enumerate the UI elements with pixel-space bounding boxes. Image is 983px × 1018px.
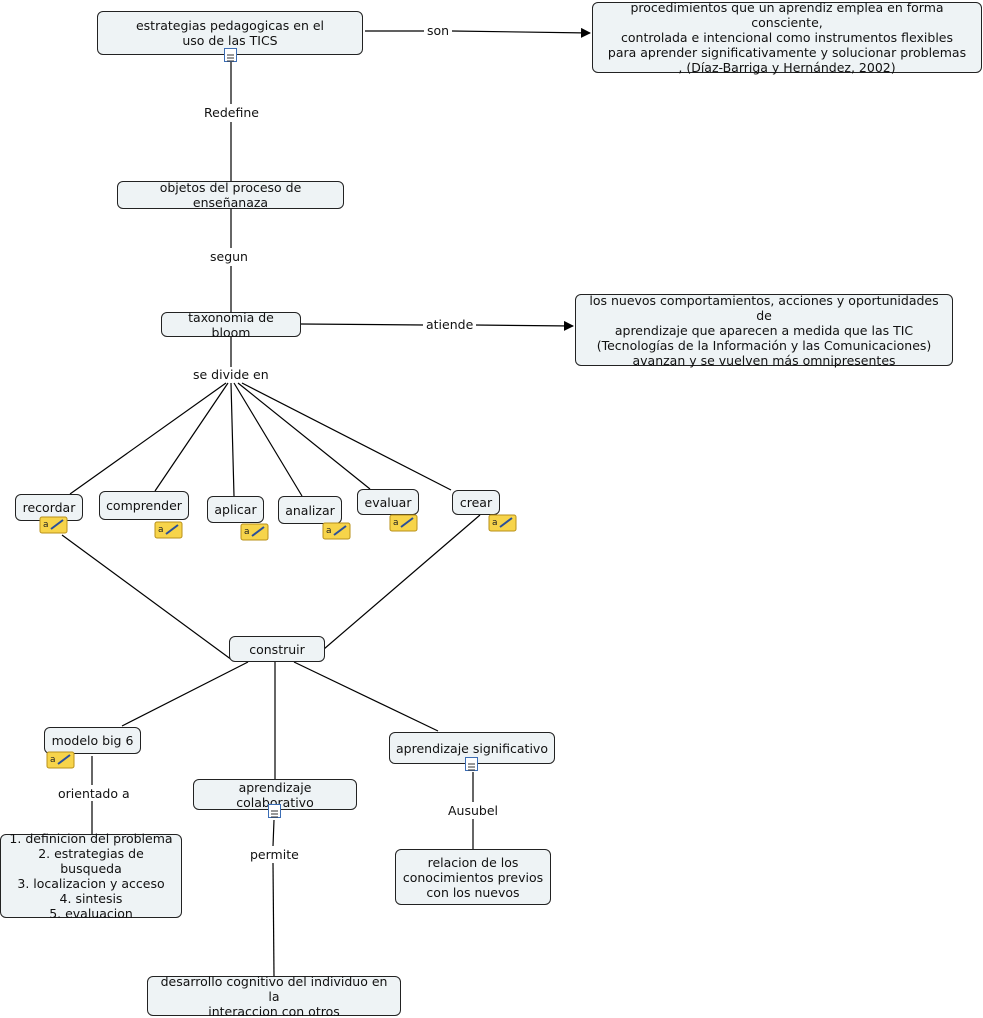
concept-aplicar[interactable]: aplicar: [207, 496, 264, 523]
concept-aprendizaje-significativo[interactable]: aprendizaje significativo: [389, 732, 555, 764]
note-icon[interactable]: a: [154, 521, 183, 539]
line-divide-aplicar: [230, 382, 235, 497]
line-divide-analizar: [233, 382, 303, 497]
note-icon[interactable]: a: [240, 523, 269, 541]
svg-text:a: a: [50, 755, 56, 765]
concept-procedimientos[interactable]: procedimientos que un aprendiz emplea en…: [592, 0, 982, 75]
concept-analizar[interactable]: analizar: [278, 496, 342, 524]
link-label-se-divide-en: se divide en: [190, 367, 272, 382]
link-label-atiende: atiende: [423, 317, 477, 332]
line-recordar-construir: [61, 534, 233, 661]
link-label-redefine: Redefine: [201, 105, 262, 120]
note-icon[interactable]: a: [322, 522, 351, 540]
svg-text:a: a: [492, 518, 498, 528]
concept-taxonomia[interactable]: taxonomia de bloom: [161, 310, 301, 340]
line-colaborativo-permite: [272, 819, 275, 847]
concept-desarrollo[interactable]: desarrollo cognitivo del individuo en la…: [147, 974, 401, 1018]
line-divide-evaluar: [237, 382, 371, 490]
concept-objetos[interactable]: objetos del proceso de enseñanaza: [117, 180, 344, 210]
concept-recordar[interactable]: recordar: [15, 494, 83, 521]
note-icon[interactable]: a: [389, 514, 418, 532]
link-label-son: son: [424, 23, 453, 38]
link-label-orientado-a: orientado a: [55, 786, 133, 801]
line-divide-comprender: [154, 382, 229, 492]
concept-crear[interactable]: crear: [452, 490, 500, 515]
line-son-procedimientos: [451, 27, 591, 38]
line-taxonomia-atiende: [300, 323, 425, 326]
link-label-permite: permite: [247, 847, 302, 862]
svg-text:a: a: [158, 525, 164, 535]
document-icon[interactable]: [465, 757, 478, 771]
concept-nuevos[interactable]: los nuevos comportamientos, acciones y o…: [575, 293, 953, 368]
svg-text:a: a: [43, 520, 49, 530]
line-construir-modelo: [121, 661, 249, 727]
concept-comprender[interactable]: comprender: [99, 491, 189, 520]
concept-estrategias[interactable]: estrategias pedagogicas en el uso de las…: [97, 11, 363, 55]
line-divide-crear: [241, 382, 452, 491]
link-label-segun: segun: [207, 249, 251, 264]
concept-modelo-big-6[interactable]: modelo big 6: [44, 727, 141, 754]
line-permite-desarrollo: [272, 862, 275, 977]
document-icon[interactable]: [224, 48, 237, 62]
concept-pasos-big-6[interactable]: 1. definicion del problema 2. estrategia…: [0, 831, 182, 921]
link-label-ausubel: Ausubel: [445, 803, 502, 818]
line-divide-recordar: [69, 382, 227, 495]
concept-evaluar[interactable]: evaluar: [357, 489, 419, 515]
svg-text:a: a: [244, 527, 250, 537]
concept-construir[interactable]: construir: [229, 636, 325, 662]
concept-relacion[interactable]: relacion de los conocimientos previos co…: [395, 849, 551, 905]
document-icon[interactable]: [268, 804, 281, 818]
line-atiende-nuevos: [473, 320, 574, 331]
line-construir-significativo: [293, 661, 439, 732]
line-crear-construir: [323, 514, 481, 650]
note-icon[interactable]: a: [46, 751, 75, 769]
note-icon[interactable]: a: [488, 514, 517, 532]
svg-text:a: a: [326, 526, 332, 536]
note-icon[interactable]: a: [39, 516, 68, 534]
svg-text:a: a: [393, 518, 399, 528]
